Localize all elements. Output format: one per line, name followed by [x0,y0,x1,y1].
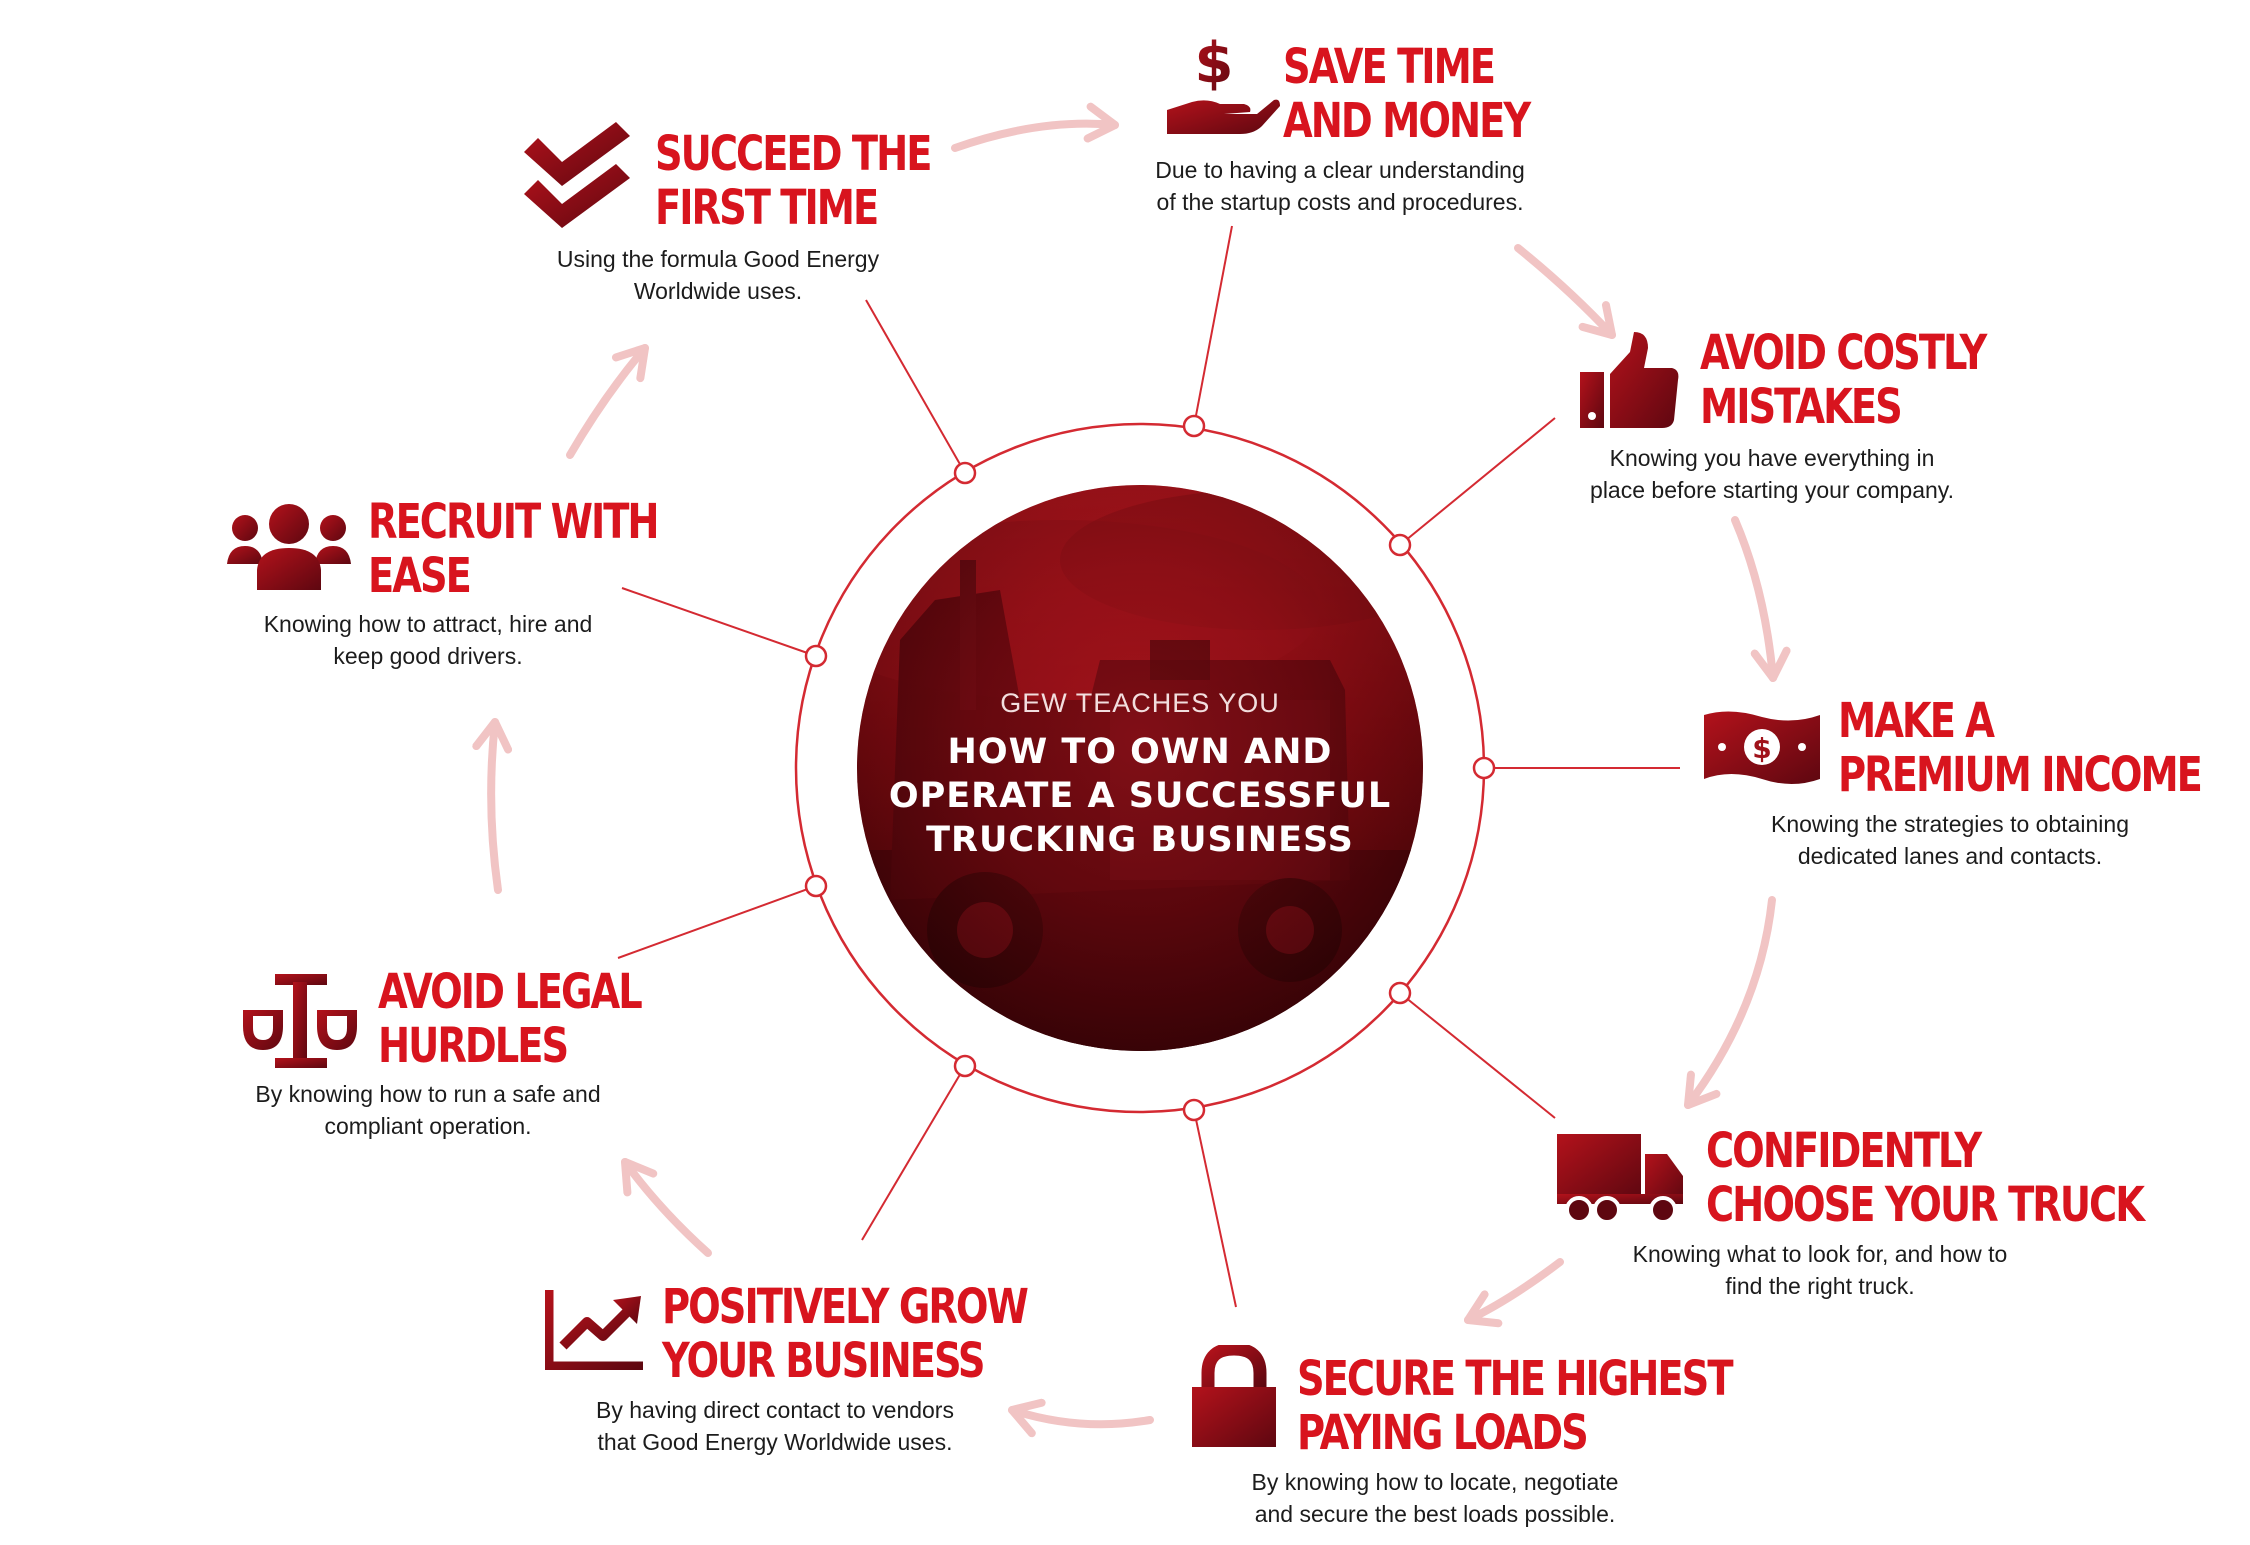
flow-arrow [1731,516,1791,682]
spokes [617,225,1680,1308]
center-subtitle: GEW TEACHES YOU [1000,688,1280,718]
ring-node [1388,533,1412,557]
growth-chart-icon [545,1290,643,1370]
center-text: GEW TEACHES YOU HOW TO OWN AND OPERATE A… [880,688,1400,868]
spoke-secure-loads [1193,1109,1237,1308]
spoke-choose-truck [1399,992,1556,1119]
svg-text:$: $ [1752,732,1771,765]
double-check-icon [524,122,630,228]
balance-scale-icon [243,974,357,1068]
ring-node [804,874,828,898]
ring-node [1472,756,1496,780]
spoke-recruit [621,587,817,657]
ring-node [953,1054,977,1078]
spoke-grow-business [861,1065,966,1241]
ring-node [804,644,828,668]
flow-arrow [472,718,513,894]
flow-arrow [1008,1398,1154,1438]
flow-arrows [472,102,1791,1438]
ring-node [953,461,977,485]
spoke-legal-hurdles [617,885,817,959]
center-headline-line: HOW TO OWN AND [947,732,1333,772]
flow-arrow [1464,1258,1564,1328]
banknote-icon: $ [1704,711,1820,784]
flow-arrow [621,1158,712,1257]
flow-arrow [1684,896,1776,1109]
center-headline-line: TRUCKING BUSINESS [926,820,1354,860]
flow-arrow [566,344,649,459]
ring-node [1388,981,1412,1005]
spoke-avoid-mistakes [1399,417,1556,546]
ring-node [1182,1098,1206,1122]
flow-arrow [951,102,1119,152]
people-group-icon [227,504,351,590]
thumbs-up-icon [1580,332,1679,428]
center-headline-line: OPERATE A SUCCESSFUL [888,776,1392,816]
spoke-save-time [1193,225,1233,427]
ring-node [1182,414,1206,438]
svg-text:$: $ [1195,31,1234,96]
dollar-hand-icon: $ [1167,31,1280,134]
spoke-succeed [865,299,966,474]
truck-icon [1557,1134,1683,1224]
padlock-icon [1192,1345,1276,1447]
ring-nodes [804,414,1496,1122]
flow-arrow [1514,244,1616,339]
